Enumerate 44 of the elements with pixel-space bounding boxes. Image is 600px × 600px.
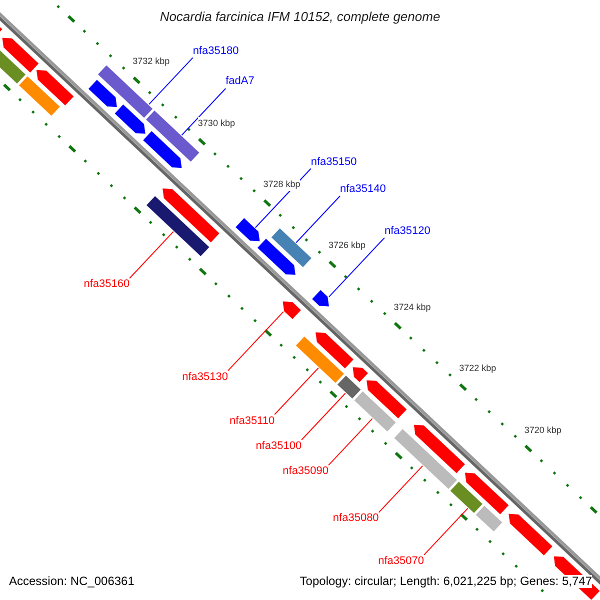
gene-label: nfa35160 bbox=[84, 278, 130, 292]
tick-label: 3732 kbp bbox=[132, 55, 170, 68]
tick-label: 3730 kbp bbox=[198, 116, 235, 130]
leader-line bbox=[423, 508, 468, 556]
gene-label: nfa35150 bbox=[310, 156, 357, 169]
genome-summary: Topology: circular; Length: 6,021,225 bp; Genes: 5,747 bbox=[300, 575, 592, 588]
leader-line bbox=[129, 231, 174, 279]
gene-block bbox=[146, 195, 210, 258]
leader-line bbox=[378, 465, 424, 513]
tick-label: 3728 kbp bbox=[263, 178, 300, 192]
accession-text: Accession: NC_006361 bbox=[9, 575, 134, 588]
gene-block bbox=[97, 64, 154, 119]
gene-block bbox=[393, 428, 458, 490]
tick-label: 3724 kbp bbox=[394, 300, 431, 314]
gene-label: nfa35180 bbox=[192, 44, 239, 58]
gene-block bbox=[270, 227, 312, 268]
leader-line bbox=[301, 392, 346, 440]
tick-label: 3720 kbp bbox=[524, 424, 562, 437]
leader-line bbox=[274, 367, 319, 416]
tick-label: 3722 kbp bbox=[459, 362, 496, 376]
gene-label: nfa35090 bbox=[282, 465, 329, 478]
gene-label: fadA7 bbox=[226, 75, 254, 88]
gene-label: nfa35080 bbox=[332, 512, 379, 526]
gene-block bbox=[449, 480, 484, 514]
gene-block bbox=[353, 390, 397, 432]
gene-block bbox=[336, 374, 362, 400]
gene-label: nfa35110 bbox=[230, 414, 275, 428]
gene-label: nfa35120 bbox=[384, 224, 430, 238]
leader-line bbox=[148, 57, 194, 105]
gene-label: nfa35100 bbox=[256, 440, 302, 453]
gene-label: nfa35130 bbox=[182, 370, 228, 384]
gene-block bbox=[234, 217, 260, 242]
leader-line bbox=[181, 88, 226, 136]
title: Nocardia farcinica IFM 10152, complete genome bbox=[158, 10, 442, 23]
gene-label: nfa35070 bbox=[378, 554, 424, 568]
leader-line bbox=[227, 311, 284, 372]
gene-label: nfa35140 bbox=[340, 183, 386, 196]
leader-line bbox=[296, 196, 340, 244]
gene-block bbox=[311, 289, 330, 308]
gene-block bbox=[282, 300, 302, 320]
gene-block bbox=[295, 336, 345, 384]
leader-line bbox=[328, 237, 385, 298]
leader-line bbox=[328, 418, 373, 466]
tick-label: 3726 kbp bbox=[328, 239, 366, 252]
